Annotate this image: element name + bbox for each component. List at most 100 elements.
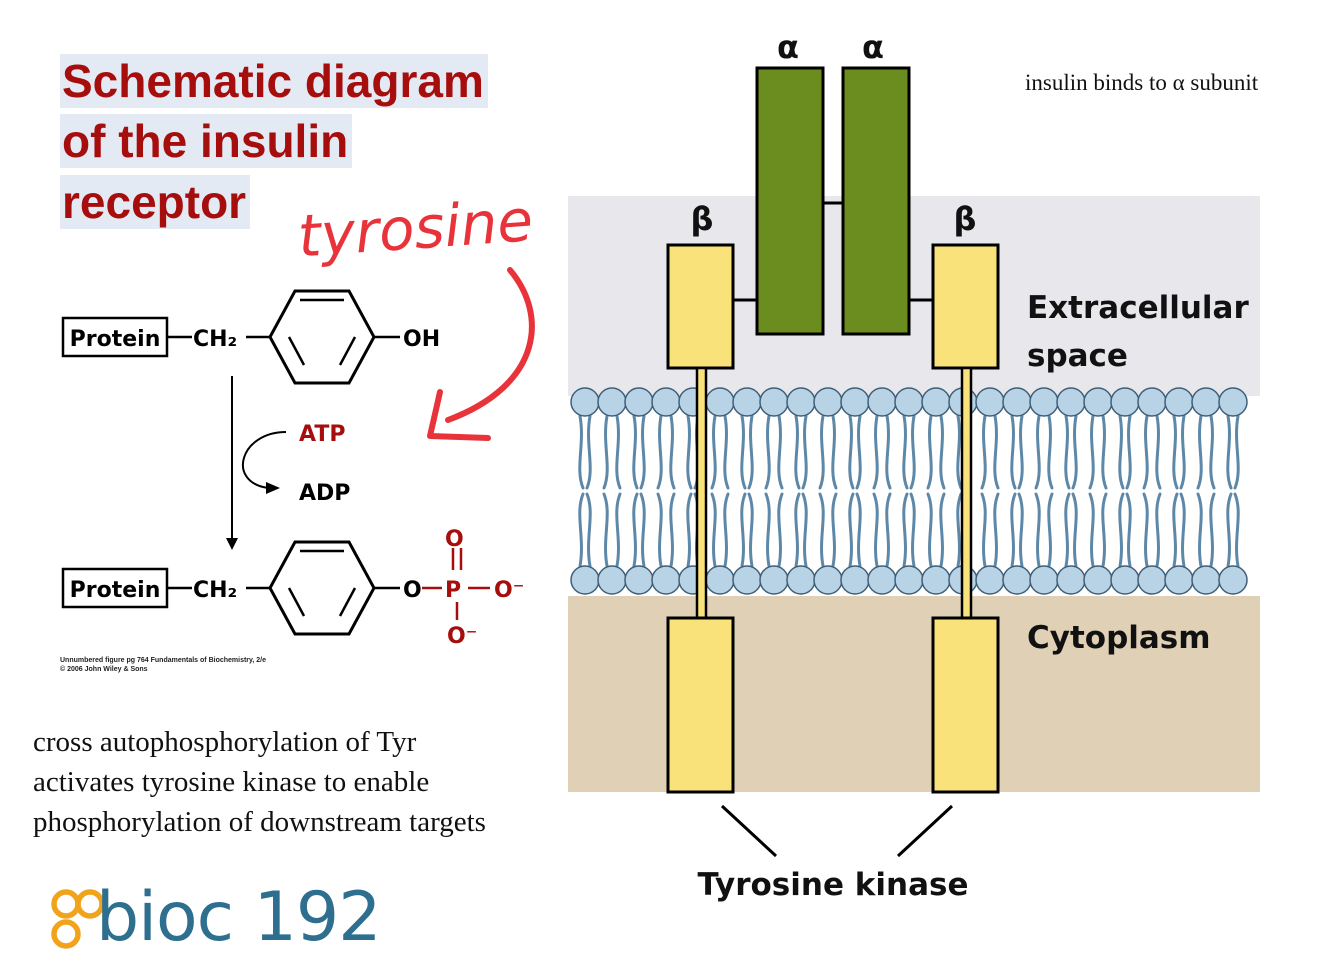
lipid-tail (1179, 414, 1186, 490)
lipid-tail (831, 492, 838, 568)
lipid-tail (1010, 414, 1017, 490)
lipid-tail (1088, 414, 1095, 490)
lipid-head (921, 387, 951, 417)
lipid-head (705, 387, 735, 417)
lipid-head (705, 565, 735, 595)
lipid-head (1056, 565, 1086, 595)
phosphate-o-right-label: O⁻ (494, 578, 524, 603)
lipid-tail (1196, 414, 1203, 490)
benzene-ring-top (268, 289, 376, 385)
beta-transmembrane-left (695, 366, 708, 620)
lipid-tail (1047, 414, 1054, 490)
lipid-tail (909, 492, 916, 568)
benzene-ring-bottom (268, 540, 376, 636)
lipid-tail (855, 492, 862, 568)
figure-credit: Unnumbered figure pg 764 Fundamentals of… (60, 656, 266, 674)
lipid-tail (926, 492, 933, 568)
alpha-label-left: α (777, 28, 799, 66)
lipid-head (921, 565, 951, 595)
lipid-tail (1233, 414, 1240, 490)
lipid-tail (656, 414, 663, 490)
lipid-tail (1118, 492, 1125, 568)
caption-line-1: cross autophosphorylation of Tyr (33, 726, 417, 758)
atp-adp-curve (241, 431, 287, 489)
oh-label: OH (403, 327, 440, 352)
lipid-tail (1118, 414, 1125, 490)
lipid-tail (818, 414, 825, 490)
lipid-tail (848, 414, 855, 490)
lipid-tail (801, 492, 808, 568)
lipid-tail (656, 492, 663, 568)
extracellular-label-1: Extracellular (1027, 290, 1249, 326)
lipid-tail (669, 414, 676, 490)
lipid-tail (1172, 414, 1179, 490)
lipid-head (624, 565, 654, 595)
phosphate-o-bottom-label: O⁻ (447, 624, 477, 649)
lipid-tail (686, 492, 693, 568)
protein-label-top: Protein (70, 327, 161, 352)
lipid-tail (632, 492, 639, 568)
tyrosine-kinase-label: Tyrosine kinase (698, 867, 969, 903)
lipid-tail (578, 414, 585, 490)
lipid-tail (939, 414, 946, 490)
lipid-head (570, 387, 600, 417)
lipid-head (1110, 387, 1140, 417)
lipid-tail (956, 492, 963, 568)
beta-transmembrane-right (960, 366, 973, 620)
lipid-head (786, 565, 816, 595)
beta-label-left: β (691, 200, 714, 238)
lipid-tail (1071, 492, 1078, 568)
cytoplasm-label: Cytoplasm (1027, 620, 1211, 656)
caption-line-2: activates tyrosine kinase to enable (33, 766, 430, 798)
ch2-label-bottom: CH₂ (193, 578, 237, 603)
lipid-head (1218, 565, 1248, 595)
lipid-head (1029, 565, 1059, 595)
note-alpha-subunit: insulin binds to α subunit (1025, 70, 1259, 95)
lipid-head (1002, 387, 1032, 417)
lipid-head (1164, 387, 1194, 417)
lipid-tail (723, 414, 730, 490)
lipid-tail (1101, 414, 1108, 490)
kinase-pointer-right (896, 804, 954, 858)
title-line-1: Schematic diagram (60, 54, 488, 108)
alpha-subunit-right (841, 66, 911, 336)
lipid-tail (872, 492, 879, 568)
lipid-tail (902, 492, 909, 568)
lipid-head (651, 387, 681, 417)
lipid-tail (1064, 414, 1071, 490)
lipid-tail (1226, 492, 1233, 568)
figure-credit-line-2: © 2006 John Wiley & Sons (60, 666, 148, 673)
lipid-head (1218, 387, 1248, 417)
kinase-domain-left (666, 616, 735, 794)
lipid-tail (980, 492, 987, 568)
lipid-tail (686, 414, 693, 490)
lipid-head (651, 565, 681, 595)
lipid-head (624, 387, 654, 417)
lipid-head (867, 565, 897, 595)
reaction-arrow-head (226, 538, 238, 550)
lipid-tail (993, 414, 1000, 490)
lipid-tail (615, 492, 622, 568)
lipid-tail (1179, 492, 1186, 568)
lipid-tail (669, 492, 676, 568)
lipid-head (1083, 387, 1113, 417)
lipid-tail (632, 414, 639, 490)
lipid-head (1029, 387, 1059, 417)
lipid-tail (885, 492, 892, 568)
atp-adp-arrow-head (266, 482, 280, 494)
lipid-head (867, 387, 897, 417)
lipid-tail (747, 414, 754, 490)
lipid-tail (639, 492, 646, 568)
lipid-tail (872, 414, 879, 490)
handwritten-tyrosine: tyrosine (296, 186, 535, 270)
lipid-tail (1155, 492, 1162, 568)
extracellular-label-2: space (1027, 338, 1128, 374)
lipid-head (840, 387, 870, 417)
handwritten-arrow-head (427, 389, 491, 441)
lipid-tail (1209, 414, 1216, 490)
lipid-tail (909, 414, 916, 490)
lipid-tail (1142, 492, 1149, 568)
lipid-head (732, 565, 762, 595)
lipid-head (1191, 565, 1221, 595)
